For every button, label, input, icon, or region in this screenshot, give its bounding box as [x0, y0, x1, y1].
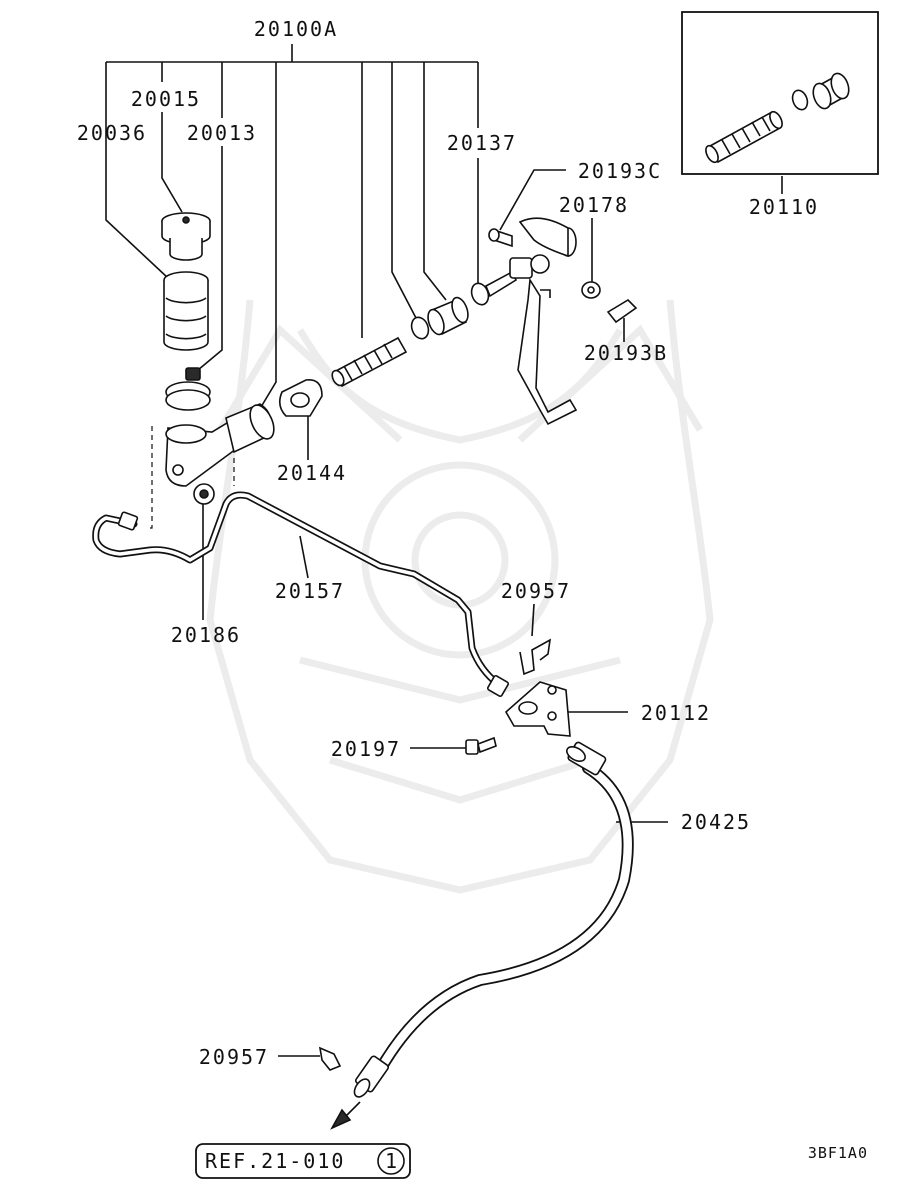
clutch-pipe-20157 [92, 491, 509, 697]
pin-20193C [488, 228, 513, 248]
clip-20957-upper [519, 638, 552, 676]
nut-20186 [193, 483, 215, 505]
label-20144: 20144 [277, 461, 347, 485]
clutch-pedal [517, 217, 578, 426]
label-20013: 20013 [187, 121, 257, 145]
leader-lines [105, 44, 783, 1057]
label-20178: 20178 [559, 193, 629, 217]
kit-20110-inset [681, 11, 879, 175]
master-cylinder-body [146, 403, 275, 529]
label-20193B: 20193B [584, 341, 668, 365]
label-20110: 20110 [749, 195, 819, 219]
label-20036: 20036 [77, 121, 147, 145]
snap-ring [410, 316, 430, 340]
label-20157: 20157 [275, 579, 345, 603]
label-20137: 20137 [447, 131, 517, 155]
label-20957-lower: 20957 [199, 1045, 269, 1069]
reservoir-20036 [163, 271, 209, 351]
clip-20193B [606, 298, 638, 324]
label-20186: 20186 [171, 623, 241, 647]
reference-box: REF.21-010 1 [195, 1143, 411, 1179]
reference-text: REF.21-010 [205, 1149, 345, 1173]
gasket-20144 [278, 379, 323, 417]
clevis-20137 [470, 254, 550, 306]
direction-arrow-icon [330, 1101, 361, 1130]
label-20197: 20197 [331, 737, 401, 761]
reservoir-cap-20015 [161, 212, 211, 261]
label-20193C: 20193C [578, 159, 662, 183]
push-rod-boot [331, 336, 408, 388]
reference-circled-number: 1 [385, 1149, 397, 1173]
figure-code: 3BF1A0 [808, 1144, 868, 1162]
label-20015: 20015 [131, 87, 201, 111]
label-20425: 20425 [681, 810, 751, 834]
bushing-20178 [581, 281, 601, 299]
label-20957-upper: 20957 [501, 579, 571, 603]
bracket-20112 [504, 681, 571, 737]
sleeve [427, 296, 469, 336]
label-20100A: 20100A [254, 17, 338, 41]
label-20112: 20112 [641, 701, 711, 725]
hose-20425 [353, 741, 634, 1098]
bolt-20197 [465, 736, 497, 755]
part-labels: 20100A 20015 20036 20013 20137 20193C 20… [77, 17, 819, 1069]
clip-20957-lower [318, 1046, 342, 1071]
hose-clamp-20013 [165, 367, 211, 411]
